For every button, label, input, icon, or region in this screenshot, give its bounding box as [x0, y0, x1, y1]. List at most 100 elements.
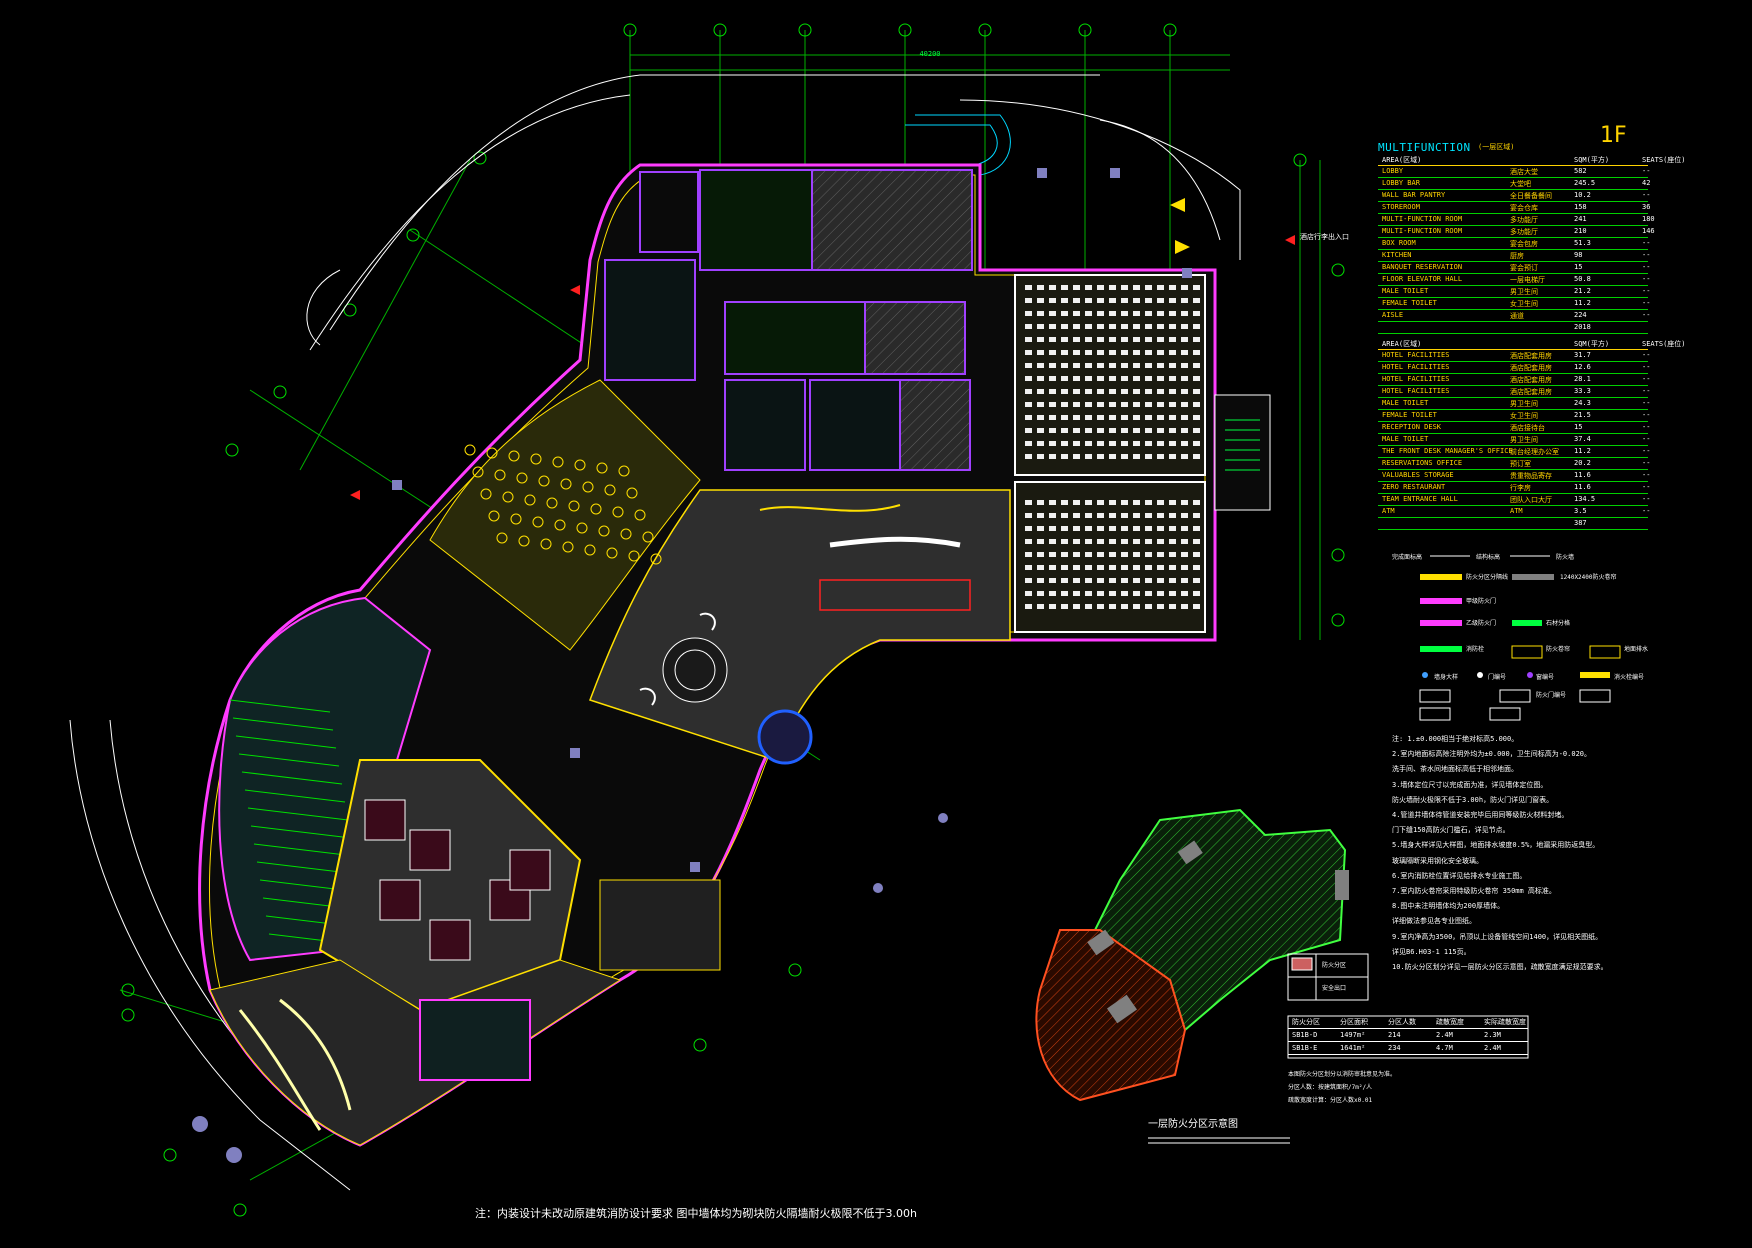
table-cell: -- [1642, 191, 1651, 199]
table-cell: 241 [1574, 215, 1587, 223]
seat [1037, 578, 1044, 583]
bar-table [546, 497, 558, 509]
seat [1073, 513, 1080, 518]
seat [1121, 402, 1128, 407]
seat [1025, 565, 1032, 570]
seat [1169, 376, 1176, 381]
seat [1145, 454, 1152, 459]
seat [1133, 552, 1140, 557]
seat [1193, 526, 1200, 531]
header-cell: SEATS(座位) [1642, 156, 1686, 164]
bar-table [486, 447, 498, 459]
table-cell: -- [1642, 363, 1651, 371]
note-line: 9.室内净高为3500，吊顶以上设备管线空间1400，详见相关图纸。 [1392, 932, 1603, 941]
seat [1193, 454, 1200, 459]
seat [1145, 298, 1152, 303]
table-cell: 28.1 [1574, 375, 1591, 383]
table-cell: 通道 [1510, 312, 1524, 320]
legend-label: 防火卷帘 [1546, 646, 1571, 653]
seat [1157, 389, 1164, 394]
table-cell: -- [1642, 263, 1651, 271]
table-cell: 36 [1642, 203, 1651, 211]
table-cell: LOBBY [1382, 167, 1404, 175]
table-cell: -- [1642, 239, 1651, 247]
bar-table [472, 466, 484, 478]
seat [1169, 337, 1176, 342]
seat [1109, 376, 1116, 381]
seat [1169, 428, 1176, 433]
legend-label: 1240X2400防火卷帘 [1560, 574, 1617, 581]
seat [1109, 337, 1116, 342]
seat [1157, 311, 1164, 316]
seat [1109, 428, 1116, 433]
table-cell: AISLE [1382, 311, 1404, 319]
legend-label: 墙身大样 [1434, 674, 1459, 681]
multifunction-note: (一层区域) [1478, 143, 1515, 151]
seat [1097, 376, 1104, 381]
seat [1121, 454, 1128, 459]
seat [1037, 402, 1044, 407]
seat [1181, 539, 1188, 544]
seat [1085, 298, 1092, 303]
table-cell: 20.2 [1574, 459, 1591, 467]
seat [1109, 454, 1116, 459]
seat [1193, 350, 1200, 355]
seat [1169, 552, 1176, 557]
fire-zone-cell: SB1B-D [1292, 1031, 1318, 1039]
seat [1109, 389, 1116, 394]
seat [1181, 565, 1188, 570]
seat [1073, 578, 1080, 583]
seat [1181, 324, 1188, 329]
seat [1169, 591, 1176, 596]
bar-table [606, 547, 618, 559]
seat [1085, 591, 1092, 596]
seat [1169, 513, 1176, 518]
table-cell: 134.5 [1574, 495, 1596, 503]
table-cell: 酒店配套用房 [1510, 376, 1552, 384]
seat [1025, 539, 1032, 544]
seat [1073, 285, 1080, 290]
bar-table [620, 528, 632, 540]
seat [1145, 415, 1152, 420]
table-header: AREA(区域)SQM(平方)SEATS(座位) [1378, 338, 1686, 350]
facilities-table: AREA(区域)SQM(平方)SEATS(座位)HOTEL FACILITIES… [1378, 338, 1686, 530]
seat [1121, 311, 1128, 316]
seat [1181, 402, 1188, 407]
fire-zone-notes: 本图防火分区划分以消防审批意见为准。分区人数：按建筑面积/7m²/人疏散宽度计算… [1288, 1068, 1396, 1107]
seat [1157, 376, 1164, 381]
seat [1073, 337, 1080, 342]
table-cell: -- [1642, 251, 1651, 259]
seat [1121, 285, 1128, 290]
seat [1157, 552, 1164, 557]
seat [1157, 513, 1164, 518]
table-cell: MULTI-FUNCTION ROOM [1382, 215, 1463, 223]
table-cell: 2018 [1574, 323, 1591, 331]
seat [1193, 324, 1200, 329]
note-line: 7.室内防火卷帘采用特级防火卷帘 350mm 高标准。 [1392, 887, 1556, 896]
table-cell: FEMALE TOILET [1382, 411, 1437, 419]
table-cell: THE FRONT DESK MANAGER'S OFFICE [1382, 447, 1513, 455]
seat [1109, 285, 1116, 290]
fire-zone-cell: 234 [1388, 1044, 1401, 1052]
seat [1193, 402, 1200, 407]
table-cell: WALL BAR PANTRY [1382, 191, 1446, 199]
seat [1097, 565, 1104, 570]
legend-label: 防火分区分隔线 [1466, 574, 1509, 581]
table-cell: ZERO RESTAURANT [1382, 483, 1446, 491]
table-cell: LOBBY BAR [1382, 179, 1420, 187]
table-cell: -- [1642, 507, 1651, 515]
table-cell: 男卫生间 [1510, 288, 1538, 296]
seat [1109, 552, 1116, 557]
table-cell: 女卫生间 [1510, 300, 1538, 308]
seat [1037, 565, 1044, 570]
seat [1097, 285, 1104, 290]
seat [1169, 363, 1176, 368]
seat [1073, 363, 1080, 368]
seat [1121, 500, 1128, 505]
table-cell: 15 [1574, 263, 1583, 271]
seat [1145, 402, 1152, 407]
table-cell: STOREROOM [1382, 203, 1420, 211]
